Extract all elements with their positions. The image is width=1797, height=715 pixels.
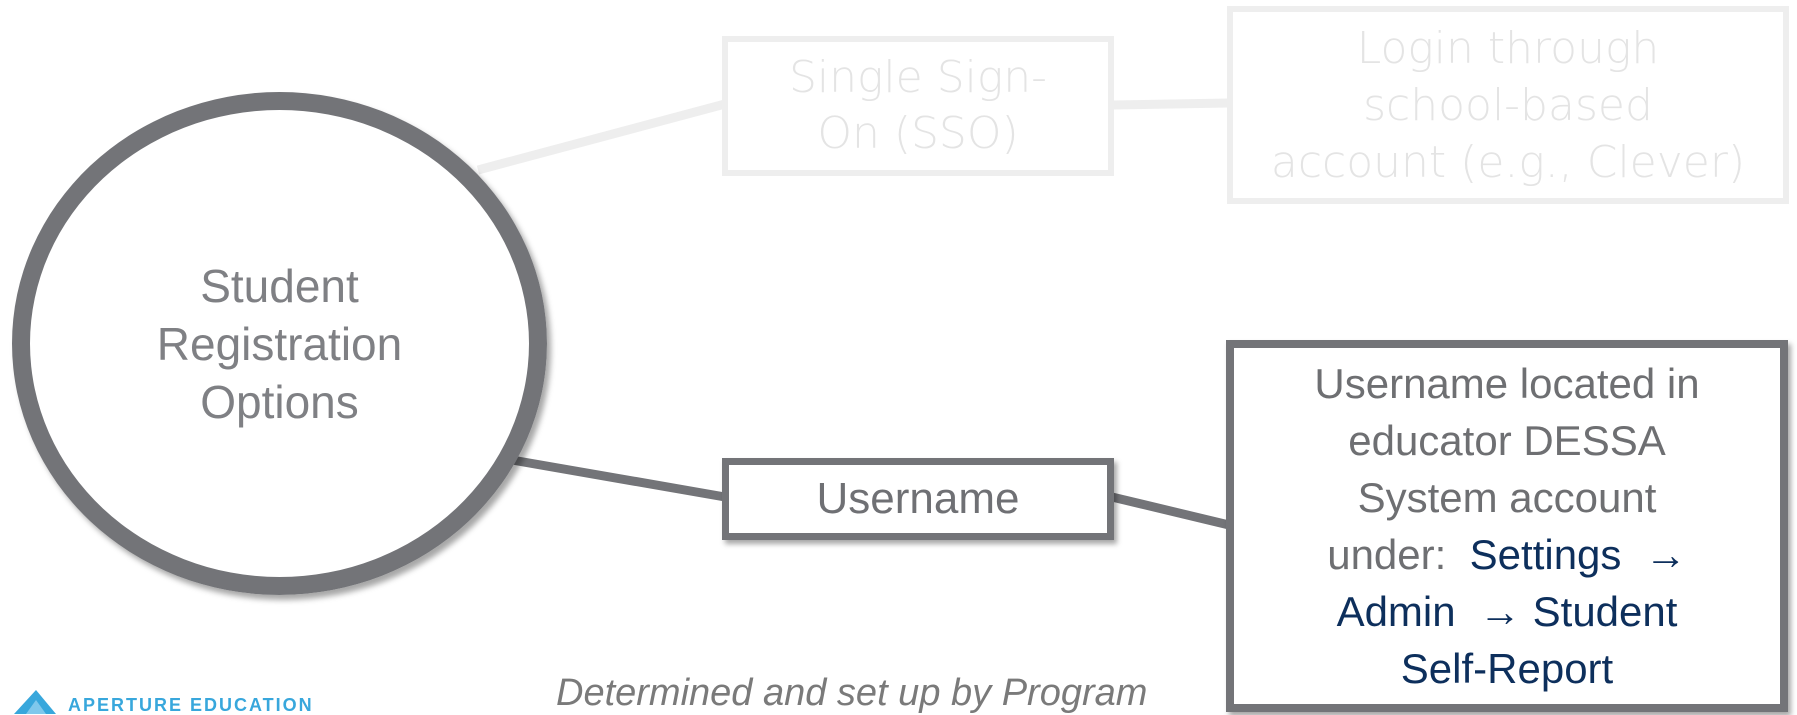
arrow-right-icon: → (1478, 588, 1521, 635)
info-line-4: under: Settings → (1327, 526, 1687, 583)
info-line-1: Username located in (1314, 360, 1700, 407)
connector-sso-to-login (1111, 98, 1230, 110)
info-line-2: educator DESSA (1348, 417, 1666, 464)
nav-student: Student (1532, 588, 1678, 635)
company-logo: APERTURE EDUCATION (12, 688, 314, 714)
login-label-line-1: Login through (1356, 22, 1660, 74)
sso-label-line-2: On (SSO) (817, 108, 1019, 159)
center-label-line-2: Registration (156, 317, 403, 370)
connector-center-to-sso (476, 99, 727, 175)
nav-settings: Settings (1469, 531, 1622, 578)
center-label-line-1: Student (200, 259, 359, 312)
connector-username-to-info (1110, 492, 1231, 530)
nav-self-report: Self-Report (1400, 645, 1614, 692)
username-node: Username (722, 458, 1114, 540)
logo-text: APERTURE EDUCATION (68, 695, 314, 715)
info-line-5: Admin → Student (1337, 583, 1678, 640)
login-label-line-3: account (e.g., Clever) (1270, 136, 1746, 188)
username-location-node: Username located in educator DESSA Syste… (1226, 340, 1788, 712)
school-login-node: Login through school-based account (e.g.… (1227, 6, 1789, 204)
caption: Determined and set up by Program (556, 672, 1148, 714)
student-registration-options-node: Student Registration Options (12, 92, 547, 595)
info-line-3: System account (1357, 474, 1657, 521)
sso-node: Single Sign- On (SSO) (722, 36, 1114, 176)
connector-center-to-username (511, 455, 726, 502)
logo-mark-icon (14, 690, 56, 714)
arrow-right-icon: → (1644, 531, 1687, 578)
login-label-line-2: school-based (1363, 79, 1653, 131)
username-label: Username (816, 474, 1020, 523)
sso-label-line-1: Single Sign- (788, 52, 1048, 103)
center-label-line-3: Options (200, 375, 359, 428)
nav-admin: Admin (1336, 588, 1456, 635)
under-label: under: (1327, 531, 1447, 578)
